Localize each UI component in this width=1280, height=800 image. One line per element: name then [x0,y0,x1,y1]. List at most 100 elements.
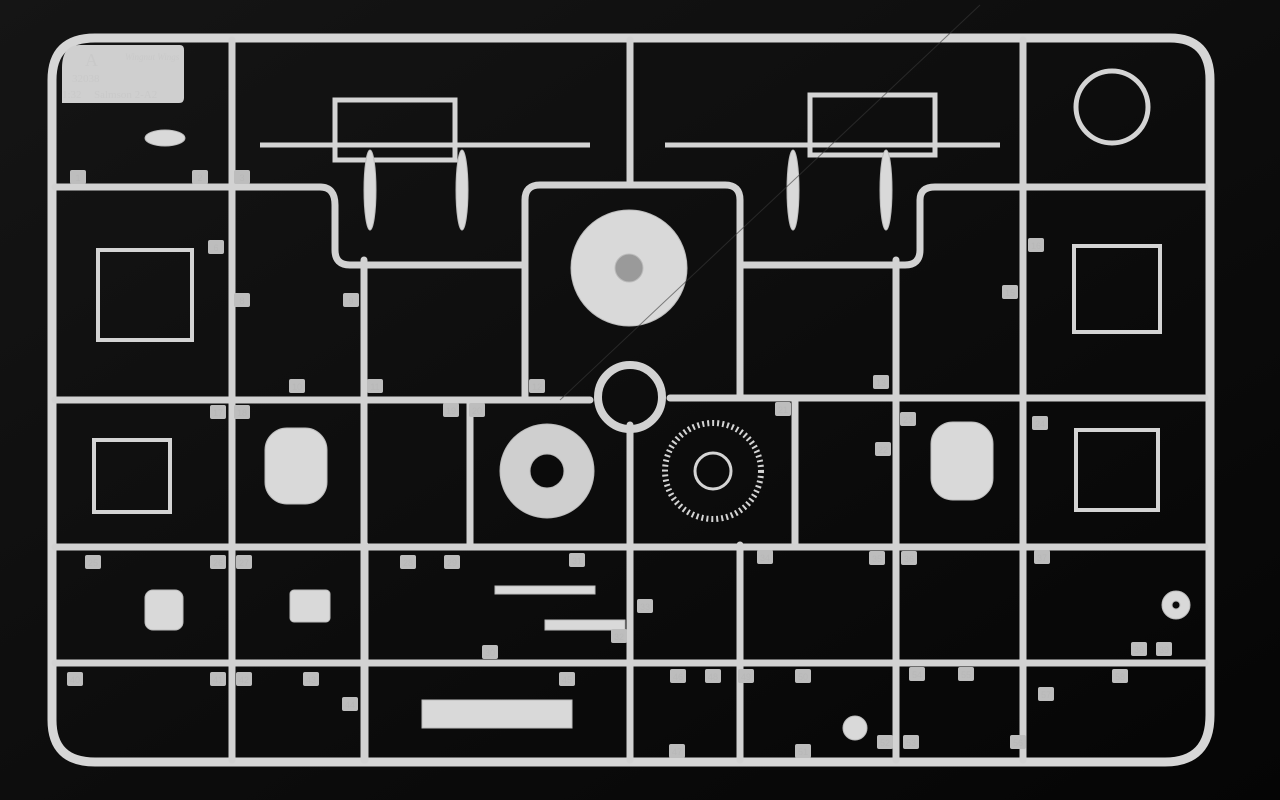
panel-part-27 [289,589,331,623]
label-plate: A 32038 1:32 Salmson 2-A2 Wingnut Wings [62,45,184,103]
part-tag [1156,642,1172,656]
panel-part-26 [144,589,184,631]
part-number: 22 [878,445,888,455]
part-number: 2 [197,173,202,183]
part-number: 57 [1041,690,1051,700]
bomb-part [144,129,186,147]
part-number: 50 [798,672,808,682]
part-number: 20 [472,406,482,416]
part-number: 6 [213,243,218,253]
part-number: 37 [1037,553,1047,563]
wheel-part-52 [842,715,868,741]
runner-ring [594,361,666,433]
part-number: 49 [741,672,751,682]
part-number: 40 [70,675,80,685]
part-number: 15 [1005,288,1015,298]
part-number: 42 [239,675,249,685]
part-number: 56 [1013,738,1023,748]
part-tag [210,672,226,686]
part-tag [236,672,252,686]
part-tag [192,170,208,184]
part-tag [1112,669,1128,683]
part-number: 38 [1134,645,1144,655]
part-number: 8 [239,296,244,306]
part-tag [1010,735,1026,749]
part-number: 41 [213,675,223,685]
part-number: 10 [292,382,302,392]
part-tag [1034,550,1050,564]
part-number: 11 [370,382,379,392]
seat-part-right [930,421,994,501]
radial-cowl-part-right [662,420,764,522]
part-number: 16 [1031,241,1041,251]
part-tag [367,379,383,393]
part-number: 31 [572,556,582,566]
part-number: 28 [403,558,413,568]
part-tag [1002,285,1018,299]
part-tag [444,555,460,569]
part-tag [875,442,891,456]
sprue-frame [47,33,1215,767]
part-number: 47 [672,747,682,757]
part-number: 43 [306,675,316,685]
part-tag [343,293,359,307]
part-tag [208,240,224,254]
seat-part-left [264,427,328,505]
part-tag [738,669,754,683]
part-tag [210,555,226,569]
strut-part-4 [879,149,893,231]
part-tag [234,170,250,184]
part-tag [85,555,101,569]
part-tag [873,375,889,389]
ring-part-top-right [1073,68,1151,146]
part-tag [901,551,917,565]
part-number: 52 [880,738,890,748]
sprue-runners [51,36,1209,764]
cockpit-frame-left [332,97,458,163]
part-number: 33 [640,602,650,612]
part-tag [637,599,653,613]
parts [92,68,1191,741]
part-number: 54 [912,670,922,680]
part-tag [775,402,791,416]
part-32 [544,619,626,631]
part-tag [70,170,86,184]
part-number: 1 [75,173,80,183]
part-tag [909,667,925,681]
part-number: 21 [778,405,788,415]
frame-part-2 [92,438,172,514]
part-tag [342,697,358,711]
part-tag [670,669,686,683]
part-tag [400,555,416,569]
part-tag [669,744,685,758]
part-tag [795,669,811,683]
logo: Wingnut Wings [125,52,180,62]
cockpit-frame-right [807,92,938,158]
part-number: 19 [446,406,456,416]
part-number: 34 [760,553,770,563]
part-tag [234,405,250,419]
kit-number: 32038 [72,73,100,85]
part-tag [1038,687,1054,701]
part-number: 51 [798,747,808,757]
part-number: 39 [1159,645,1169,655]
part-tag [900,412,916,426]
part-number: 23 [903,415,913,425]
part-tag [705,669,721,683]
part-number: 36 [904,554,914,564]
part-tag [569,553,585,567]
part-tag [303,672,319,686]
part-number: 55 [961,670,971,680]
strut-part-3 [786,149,800,231]
part-tag [67,672,83,686]
frame-part-4 [1074,428,1160,512]
part-number: 18 [237,408,247,418]
part-number: 12 [532,382,542,392]
part-number: 17 [213,408,223,418]
part-tag [469,403,485,417]
part-tag [289,379,305,393]
part-number: 53 [906,738,916,748]
part-number: 26 [213,558,223,568]
